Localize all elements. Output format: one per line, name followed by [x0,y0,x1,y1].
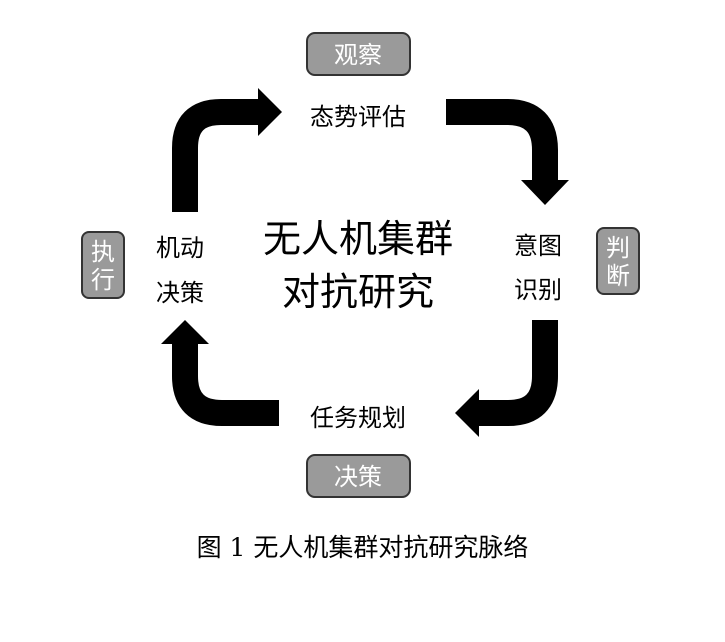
node-maneuver-line-2: 决策 [156,279,204,307]
figure-caption: 图 1 无人机集群对抗研究脉络 [196,533,529,562]
tag-judge-label-2: 断 [606,262,630,290]
tag-decide: 决策 [306,454,411,498]
tag-observe-label: 观察 [334,41,382,69]
tag-decide-label: 决策 [334,463,382,491]
tag-judge-label-1: 判 [606,234,630,262]
node-intent-line-1: 意图 [514,232,562,260]
arrow-judge-to-decide [455,320,558,437]
center-title-line-1: 无人机集群 [263,217,453,261]
tag-execute-label-1: 执 [91,238,115,266]
tag-judge: 判 断 [596,227,640,295]
node-maneuver-line-1: 机动 [156,234,204,262]
arrow-observe-to-judge [446,99,569,205]
arrow-execute-to-observe [172,88,282,212]
arrow-decide-to-execute [161,320,279,426]
node-situation-assessment: 态势评估 [310,103,406,131]
tag-observe: 观察 [306,32,411,76]
tag-execute-label-2: 行 [91,266,115,294]
node-mission-planning: 任务规划 [310,404,406,432]
node-intent-line-2: 识别 [514,276,562,304]
tag-execute: 执 行 [81,231,125,299]
center-title-line-2: 对抗研究 [282,270,434,314]
